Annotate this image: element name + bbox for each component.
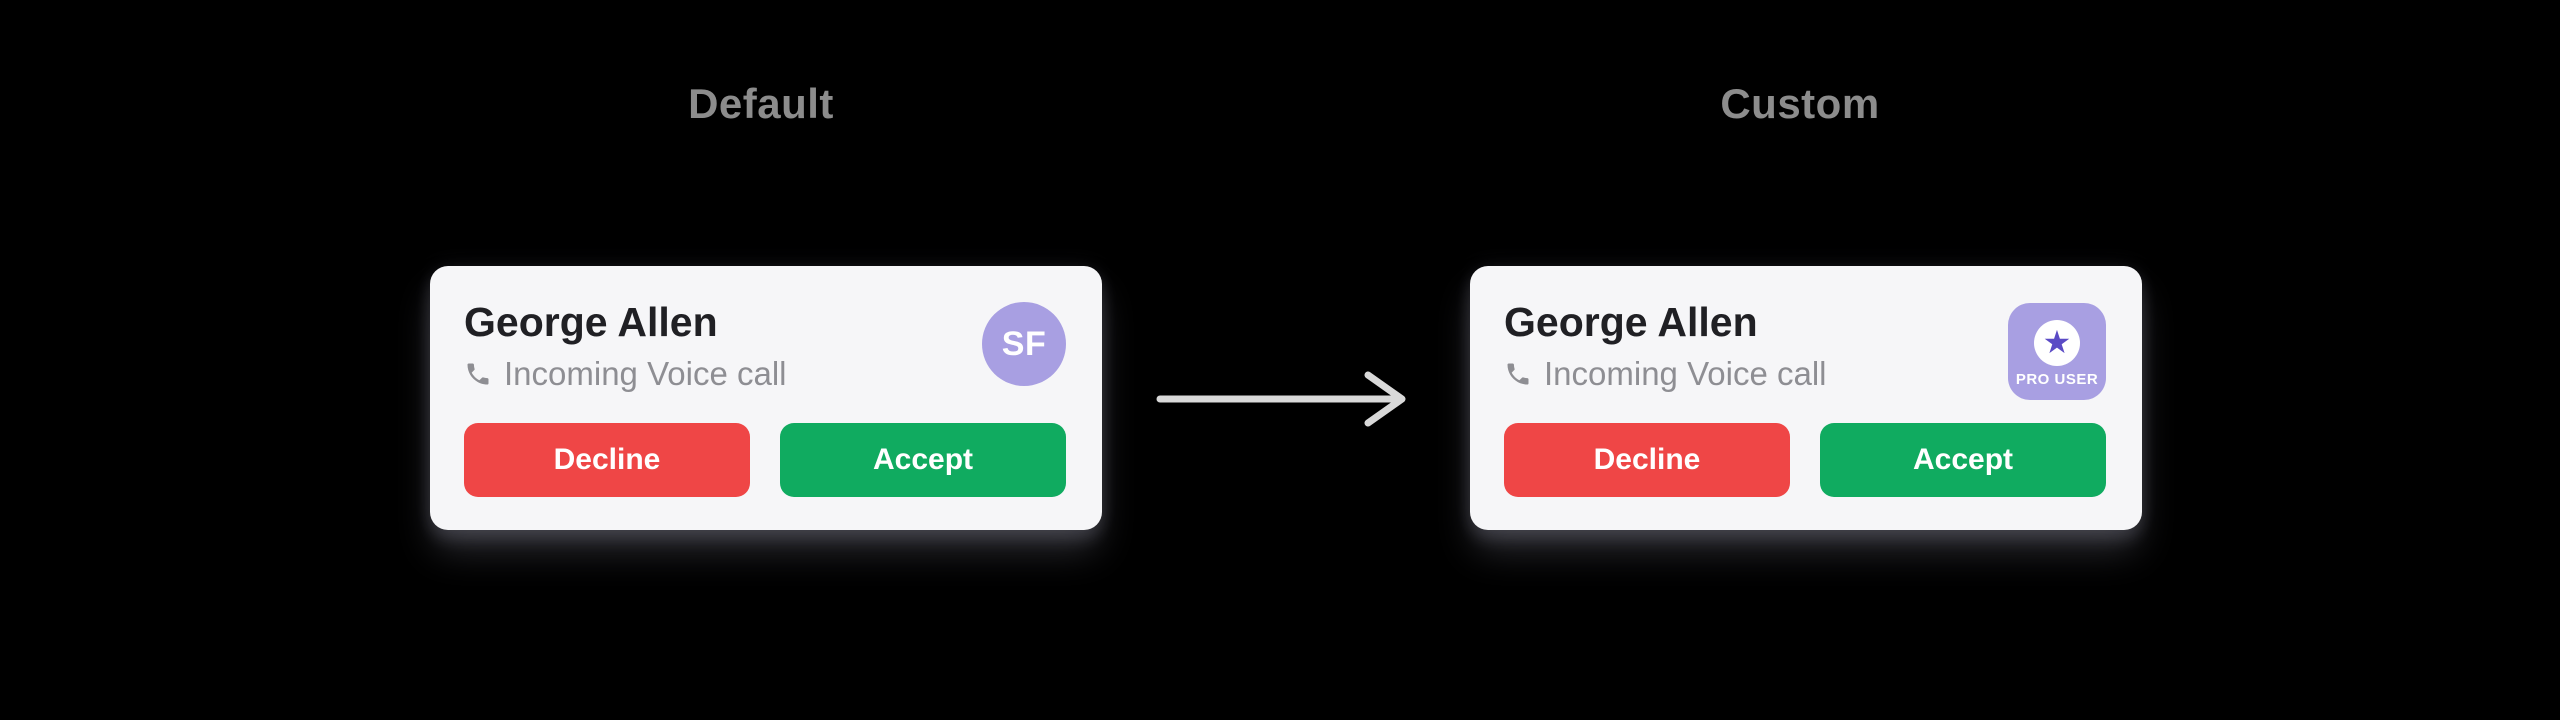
decline-button[interactable]: Decline bbox=[1504, 423, 1790, 497]
call-type-label: Incoming Voice call bbox=[1544, 355, 1827, 392]
phone-icon bbox=[1504, 360, 1532, 388]
call-card-default: George Allen Incoming Voice call SF Decl… bbox=[430, 266, 1102, 530]
call-actions: Decline Accept bbox=[464, 423, 1066, 497]
pro-user-label: PRO USER bbox=[2015, 370, 2099, 388]
card-header: George Allen Incoming Voice call ★ PRO U… bbox=[1504, 298, 2106, 400]
call-card-custom: George Allen Incoming Voice call ★ PRO U… bbox=[1470, 266, 2142, 530]
accept-button[interactable]: Accept bbox=[780, 423, 1066, 497]
call-type-label: Incoming Voice call bbox=[504, 355, 787, 392]
panel-title-default: Default bbox=[688, 80, 834, 127]
avatar: SF bbox=[982, 302, 1066, 386]
pro-user-badge: ★ PRO USER bbox=[2008, 303, 2106, 400]
caller-block: George Allen Incoming Voice call bbox=[464, 298, 786, 394]
caller-name: George Allen bbox=[1504, 299, 1758, 345]
call-type-row: Incoming Voice call bbox=[1504, 354, 1826, 394]
panel-title-custom: Custom bbox=[1720, 80, 1880, 127]
phone-icon bbox=[464, 360, 492, 388]
accept-button[interactable]: Accept bbox=[1820, 423, 2106, 497]
star-circle: ★ bbox=[2034, 319, 2080, 366]
right-arrow-icon bbox=[1156, 371, 1406, 427]
caller-block: George Allen Incoming Voice call bbox=[1504, 298, 1826, 394]
decline-button[interactable]: Decline bbox=[464, 423, 750, 497]
star-icon: ★ bbox=[2042, 322, 2072, 361]
caller-name: George Allen bbox=[464, 299, 718, 345]
call-actions: Decline Accept bbox=[1504, 423, 2106, 497]
call-type-row: Incoming Voice call bbox=[464, 354, 786, 394]
card-header: George Allen Incoming Voice call SF bbox=[464, 298, 1066, 394]
